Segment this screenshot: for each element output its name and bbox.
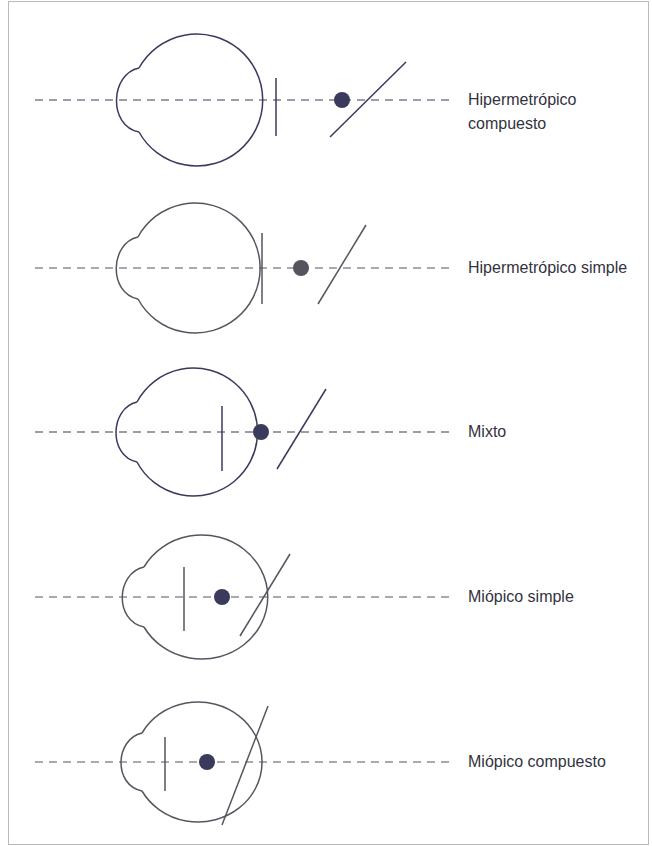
eye-figure <box>35 535 452 659</box>
eye-label: Hipermetrópico simple <box>466 256 638 280</box>
eye-figure <box>35 368 452 496</box>
eye-figure <box>35 203 452 333</box>
eye-label: Mixto <box>466 420 638 444</box>
frame <box>9 2 649 845</box>
eye-label: Miópico compuesto <box>466 750 638 774</box>
eye-figure <box>35 34 452 166</box>
eye-label: Hipermetrópico compuesto <box>466 88 638 136</box>
eye-figure <box>35 702 452 825</box>
eye-label: Miópico simple <box>466 585 638 609</box>
